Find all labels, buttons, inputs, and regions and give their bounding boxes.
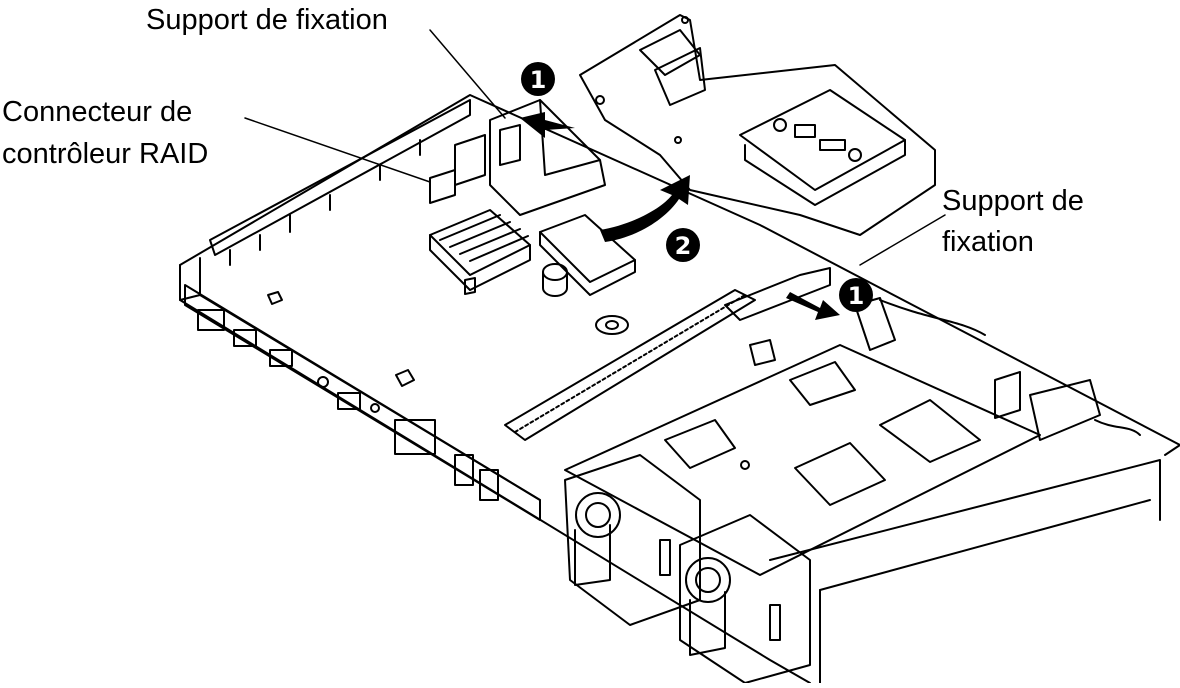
label-bracket-right-line1: Support de: [942, 185, 1084, 217]
chassis: [179, 94, 1180, 684]
raid-connector: [429, 169, 636, 296]
label-raid-line2: contrôleur RAID: [2, 138, 209, 170]
arrows: [520, 112, 840, 320]
air-baffle: [564, 344, 1041, 576]
arrow-step1-top: [520, 112, 575, 138]
raid-adapter-card: [579, 14, 936, 236]
front-panel: [184, 284, 541, 521]
heatsink: [429, 209, 531, 291]
callout-1-right: 1: [839, 278, 873, 312]
callout-1-top: 1: [521, 62, 555, 96]
arrow-step2-curved: [600, 175, 690, 242]
label-bracket-top: Support de fixation: [146, 4, 388, 36]
callout-2: 2: [666, 228, 700, 262]
power-supplies: [564, 454, 811, 684]
arrow-step1-right: [786, 292, 840, 320]
callout-1-right-text: 1: [848, 282, 865, 310]
pci-slot: [504, 289, 756, 441]
bracket-right: [724, 267, 1141, 441]
leader-lines: [244, 29, 946, 266]
board-components: [267, 263, 629, 387]
callout-2-text: 2: [675, 232, 692, 260]
label-bracket-right-line2: fixation: [942, 226, 1034, 258]
label-raid-line1: Connecteur de: [2, 96, 193, 128]
callout-1-top-text: 1: [530, 66, 547, 94]
